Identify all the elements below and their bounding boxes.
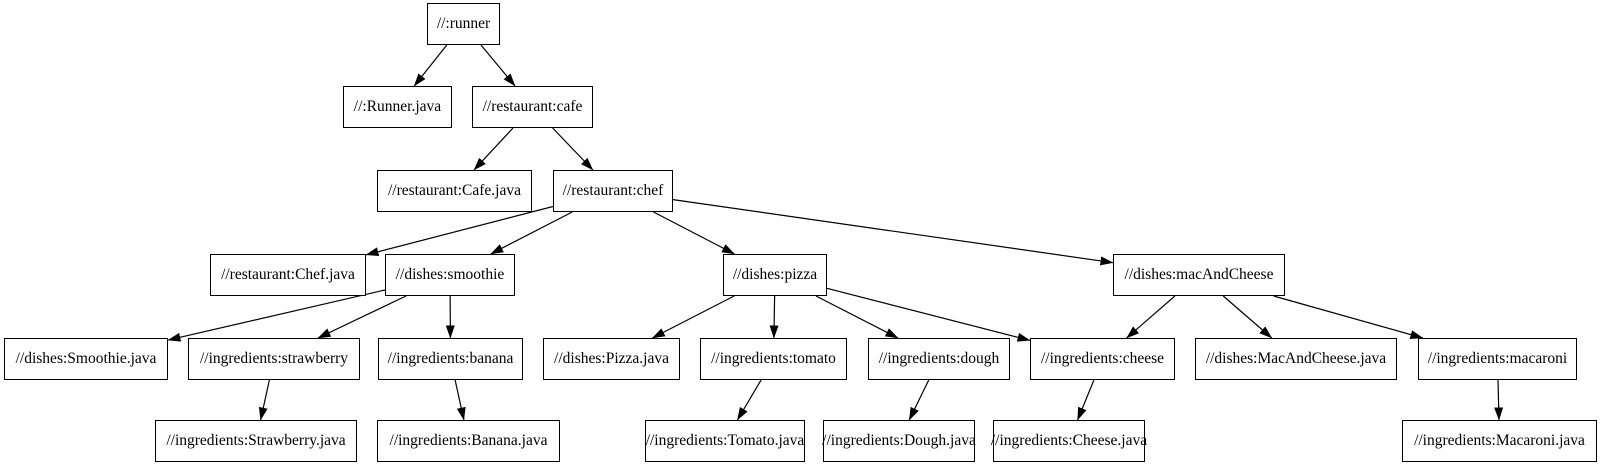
edge-macaroni-macaroni_java <box>1494 379 1504 421</box>
graph-node-label: //ingredients:Banana.java <box>389 432 548 449</box>
graph-node-cheese_java: //ingredients:Cheese.java <box>990 420 1148 462</box>
graph-node-label: //:runner <box>436 15 491 32</box>
graph-node-cafe_java: //restaurant:Cafe.java <box>377 170 532 212</box>
graph-node-dough: //ingredients:dough <box>868 338 1010 380</box>
graph-node-runner_java: //:Runner.java <box>343 86 452 128</box>
graph-node-label: //ingredients:cheese <box>1040 350 1165 367</box>
graph-node-pizza: //dishes:pizza <box>723 254 827 296</box>
edge-pizza-pizza_java <box>651 295 735 339</box>
edge-chef-smoothie <box>490 211 573 255</box>
edge-runner-cafe <box>480 44 516 87</box>
edge-strawberry-strawberry_java <box>258 379 270 421</box>
graph-node-label: //ingredients:Dough.java <box>822 432 976 449</box>
graph-node-mac: //dishes:macAndCheese <box>1113 254 1285 296</box>
graph-node-cheese: //ingredients:cheese <box>1030 338 1175 380</box>
graph-node-label: //restaurant:chef <box>562 182 664 199</box>
graph-node-dough_java: //ingredients:Dough.java <box>822 420 976 462</box>
edge-cafe-cafe_java <box>473 127 514 171</box>
graph-node-label: //dishes:Smoothie.java <box>15 350 157 367</box>
graph-node-label: //dishes:smoothie <box>395 266 505 283</box>
graph-node-runner: //:runner <box>427 3 500 45</box>
graph-node-smoothie_java: //dishes:Smoothie.java <box>4 338 168 380</box>
edge-mac-mac_java <box>1222 295 1273 339</box>
graph-node-label: //ingredients:banana <box>387 350 514 367</box>
graph-node-label: //ingredients:Strawberry.java <box>166 432 346 449</box>
edge-runner-runner_java <box>413 44 448 87</box>
edge-cafe-chef <box>552 127 594 171</box>
edge-pizza-dough <box>815 295 899 339</box>
edge-tomato-tomato_java <box>736 379 762 421</box>
graph-node-chef: //restaurant:chef <box>553 170 673 212</box>
graph-node-tomato_java: //ingredients:Tomato.java <box>645 420 805 462</box>
edge-smoothie-smoothie_java <box>167 289 386 342</box>
edge-chef-mac <box>672 199 1114 266</box>
graph-node-label: //ingredients:macaroni <box>1427 350 1568 367</box>
graph-node-label: //ingredients:strawberry <box>199 350 349 367</box>
graph-node-cafe: //restaurant:cafe <box>472 86 593 128</box>
graph-node-chef_java: //restaurant:Chef.java <box>210 254 366 296</box>
graph-node-label: //ingredients:Tomato.java <box>645 432 805 449</box>
graph-node-smoothie: //dishes:smoothie <box>385 254 515 296</box>
edge-banana-banana_java <box>454 379 466 421</box>
graph-node-macaroni: //ingredients:macaroni <box>1418 338 1577 380</box>
graph-node-banana_java: //ingredients:Banana.java <box>377 420 560 462</box>
graph-node-label: //ingredients:dough <box>878 350 1000 367</box>
graph-node-tomato: //ingredients:tomato <box>700 338 847 380</box>
edge-pizza-cheese <box>826 287 1031 342</box>
edge-smoothie-strawberry <box>317 295 407 339</box>
edge-chef-pizza <box>653 211 735 255</box>
graph-node-strawberry_java: //ingredients:Strawberry.java <box>155 420 357 462</box>
graph-node-label: //ingredients:tomato <box>711 350 836 367</box>
graph-node-label: //ingredients:Cheese.java <box>990 432 1148 449</box>
graph-node-label: //dishes:Pizza.java <box>554 350 669 367</box>
graph-node-strawberry: //ingredients:strawberry <box>188 338 360 380</box>
graph-node-label: //restaurant:Cafe.java <box>388 182 521 199</box>
edge-mac-macaroni <box>1273 295 1424 339</box>
edge-pizza-tomato <box>769 295 779 339</box>
edge-mac-cheese <box>1126 295 1176 339</box>
graph-node-banana: //ingredients:banana <box>378 338 523 380</box>
edge-cheese-cheese_java <box>1077 379 1095 421</box>
graph-node-label: //dishes:MacAndCheese.java <box>1205 350 1387 367</box>
graph-node-label: //ingredients:Macaroni.java <box>1414 432 1585 449</box>
graph-node-label: //dishes:pizza <box>732 266 818 283</box>
graph-node-label: //restaurant:Chef.java <box>221 266 355 283</box>
graph-node-mac_java: //dishes:MacAndCheese.java <box>1195 338 1397 380</box>
graph-node-pizza_java: //dishes:Pizza.java <box>543 338 680 380</box>
graph-node-label: //:Runner.java <box>353 98 442 115</box>
graph-node-macaroni_java: //ingredients:Macaroni.java <box>1402 420 1597 462</box>
edge-chef-chef_java <box>365 205 554 257</box>
edge-dough-dough_java <box>908 379 930 421</box>
graph-node-label: //dishes:macAndCheese <box>1124 266 1274 283</box>
graph-node-label: //restaurant:cafe <box>482 98 583 115</box>
